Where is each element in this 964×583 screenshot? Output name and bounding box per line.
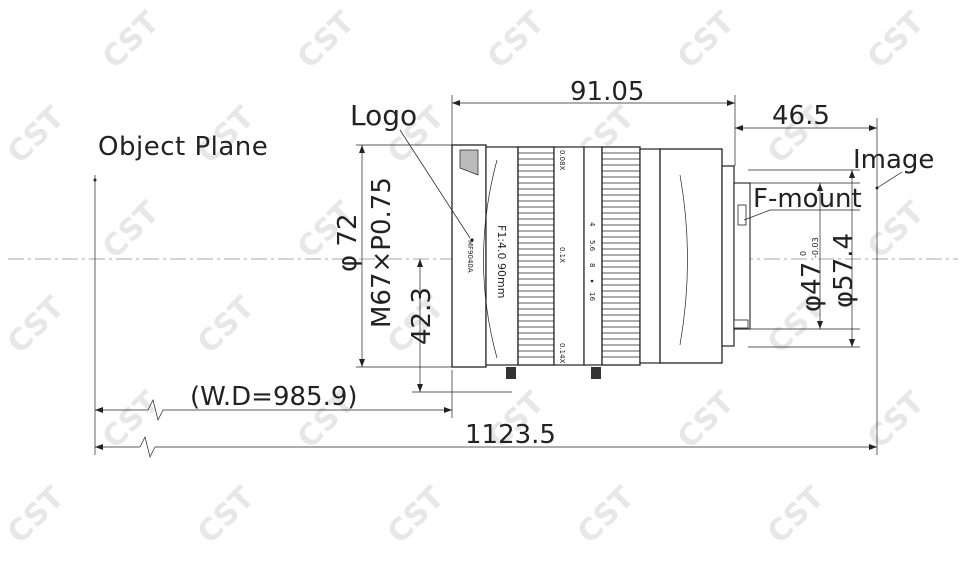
watermark: CST [381, 480, 452, 551]
watermark: CST [96, 385, 167, 456]
watermark: CST [861, 195, 932, 266]
dim-42-3: 42.3 [407, 287, 437, 345]
image-plane-dot [875, 186, 879, 190]
lens-mount-flange [721, 165, 735, 347]
focus-ring [517, 146, 555, 366]
watermark: CST [861, 5, 932, 76]
logo-dot [470, 238, 474, 242]
magnification-label: 0.08X [558, 150, 566, 171]
watermark: CST [1, 480, 72, 551]
magnification-scale-ring [553, 146, 585, 366]
watermark: CST [571, 480, 642, 551]
aperture-scale-ring [583, 146, 603, 366]
f-number-dot [590, 279, 594, 283]
watermark: CST [1, 290, 72, 361]
watermark: CST [191, 480, 262, 551]
dim-phi-47-tol-bottom: -0.03 [811, 237, 820, 258]
dim-91-05: 91.05 [570, 77, 644, 107]
watermark: CST [671, 5, 742, 76]
lens-model-text: MF9040A [466, 240, 474, 273]
lens-front-curve [483, 159, 498, 359]
dim-phi-72: φ 72 [333, 214, 363, 273]
dim-46-5: 46.5 [772, 101, 830, 131]
dim-phi-47: φ47 [797, 262, 827, 312]
lens-rear-step [639, 148, 661, 364]
object-plane: Object Plane [93, 132, 268, 455]
lens-spec-text: F1:4.0 90mm [495, 225, 508, 298]
image-plane-label: Image [853, 145, 934, 175]
dimension-body-length: 91.05 [451, 77, 736, 166]
aperture-ring [601, 146, 641, 366]
watermark: CST [291, 5, 362, 76]
watermark: CST [1, 100, 72, 171]
f-number-label: 5.6 [588, 240, 596, 252]
dimension-axis-height: 42.3 [407, 259, 512, 393]
dim-phi-47-tol-top: 0 [799, 251, 808, 256]
object-plane-label: Object Plane [98, 132, 268, 162]
dim-working-distance: (W.D=985.9) [190, 382, 358, 412]
dimension-working-distance: (W.D=985.9) [95, 370, 453, 422]
focus-lock-screw [506, 367, 516, 379]
dimension-outer-diameter: φ 72 M67×P0.75 [333, 144, 452, 368]
image-leader [876, 171, 903, 189]
watermark: CST [671, 385, 742, 456]
watermark: CST [761, 480, 832, 551]
f-mount-label: F-mount [753, 184, 862, 214]
dimension-total-length: 1123.5 [95, 420, 877, 459]
dim-thread-m67: M67×P0.75 [367, 177, 397, 328]
aperture-lock-screw [591, 367, 601, 379]
logo-leader [399, 129, 471, 239]
dim-total-1123-5: 1123.5 [465, 420, 556, 450]
watermark: CST [96, 5, 167, 76]
f-mount-tab [737, 204, 747, 226]
magnification-label: 0.1X [558, 247, 566, 263]
f-mount-leader [743, 209, 771, 221]
dimension-flange-distance: 46.5 [735, 101, 878, 455]
magnification-label: 0.14X [558, 343, 566, 364]
watermark: CST [191, 290, 262, 361]
f-number-label: 4 [588, 222, 596, 227]
watermark: CST [481, 5, 552, 76]
lens-rear-barrel [659, 148, 723, 364]
lens-front-ring [451, 144, 487, 368]
f-mount-lip [733, 319, 749, 329]
watermark: CST [96, 195, 167, 266]
lens-front-glass [459, 149, 479, 176]
focus-ring-knurl [518, 152, 554, 358]
lens-rear-curve [679, 174, 688, 346]
object-plane-dot [93, 178, 97, 182]
logo-label: Logo [350, 99, 417, 132]
lens-body: F1:4.0 90mm MF9040A 0.08X 0.1X 0.14X 4 5… [451, 144, 751, 379]
dim-phi-57-4: φ57.4 [829, 233, 859, 308]
aperture-ring-knurl [602, 152, 640, 358]
dimension-mount-diameters: φ47 0 -0.03 φ57.4 [748, 169, 860, 348]
f-number-label: 8 [588, 263, 596, 267]
f-number-label: 16 [588, 292, 596, 301]
